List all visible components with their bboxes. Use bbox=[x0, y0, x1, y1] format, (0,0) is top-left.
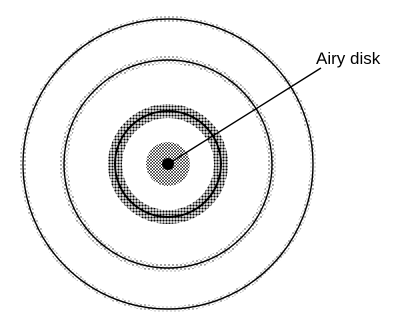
airy-disk-label: Airy disk bbox=[316, 49, 381, 68]
